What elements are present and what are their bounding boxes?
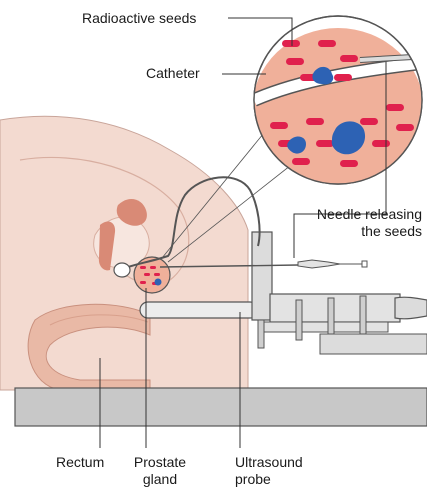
rail-1 [258, 322, 388, 332]
label-prostate-line2: gland [124, 471, 196, 488]
catheter-balloon [114, 263, 130, 277]
label-needle-line1: Needle releasing [296, 206, 422, 223]
label-rectum: Rectum [56, 454, 104, 471]
needle-hub [298, 260, 340, 268]
stepper-block [270, 294, 400, 322]
stand-leg [258, 320, 264, 348]
stand-leg-4 [360, 296, 366, 334]
label-prostate-line1: Prostate [124, 454, 196, 471]
prostate [134, 257, 170, 293]
needle-tip [362, 261, 367, 267]
label-needle-line2: the seeds [296, 223, 422, 240]
probe-stand-vertical [252, 232, 272, 320]
rail-2 [320, 334, 427, 354]
prostate-cancer [155, 279, 162, 286]
stand-leg-3 [328, 298, 334, 334]
label-catheter: Catheter [146, 65, 200, 82]
label-ultrasound-line1: Ultrasound [235, 454, 303, 471]
operating-table [15, 388, 427, 426]
probe-handle [395, 297, 427, 319]
stand-leg-2 [296, 300, 302, 340]
label-needle: Needle releasing the seeds [296, 206, 422, 240]
label-prostate: Prostate gland [124, 454, 196, 488]
label-radioactive-seeds: Radioactive seeds [82, 10, 196, 27]
label-ultrasound-line2: probe [235, 471, 303, 488]
label-ultrasound: Ultrasound probe [235, 454, 303, 488]
